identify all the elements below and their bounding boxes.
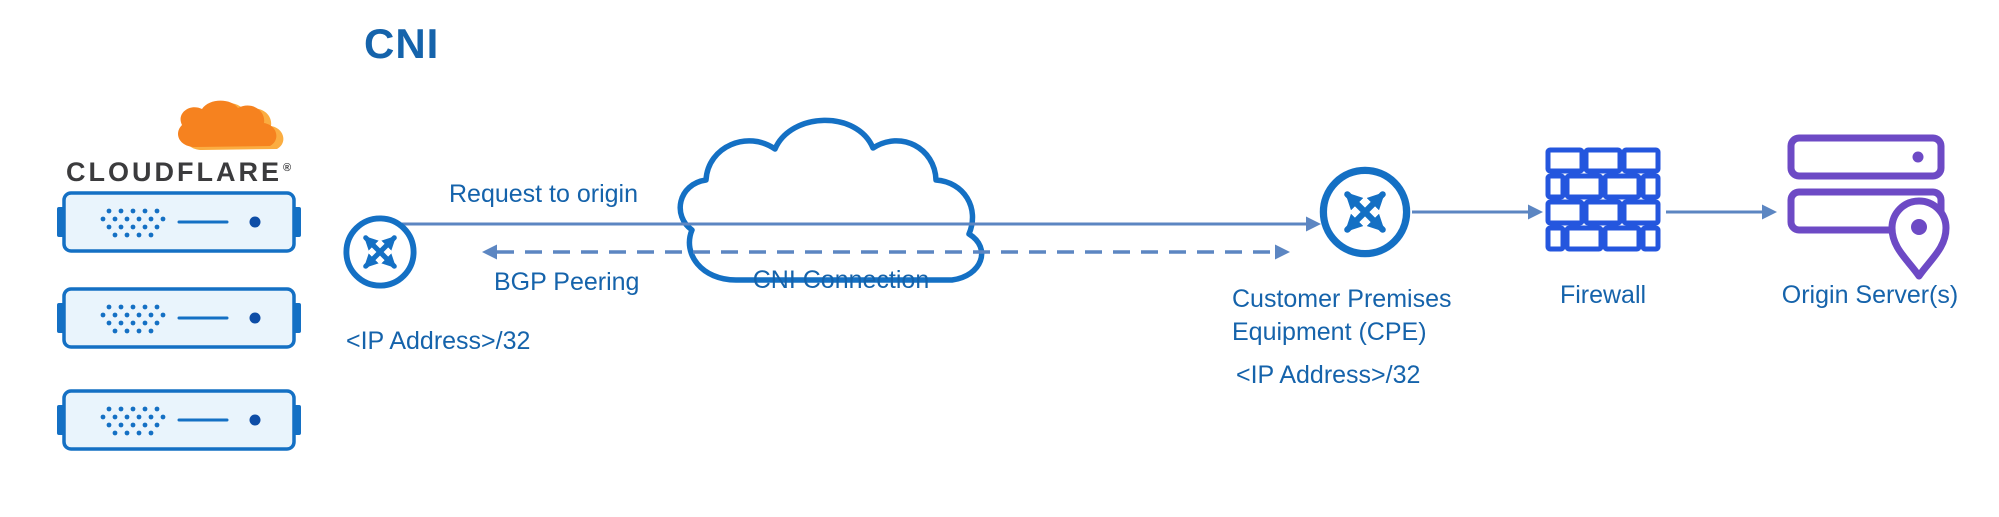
diagram-title: CNI (364, 20, 440, 67)
firewall-to-origin-arrowhead (1762, 204, 1777, 220)
cpe-ip-label: <IP Address>/32 (1236, 361, 1421, 389)
cni-cloud-icon (677, 117, 985, 283)
firewall-label: Firewall (1559, 281, 1647, 309)
cpe-router-icon (1313, 160, 1417, 264)
origin-server-label: Origin Server(s) (1781, 281, 1959, 309)
cpe-name-label: Customer Premises Equipment (CPE) (1232, 285, 1452, 346)
bgp-left-arrowhead (482, 244, 497, 260)
registered-trademark-mark: ® (282, 162, 295, 174)
cloudflare-wordmark-text: CLOUDFLARE (66, 157, 282, 187)
origin-server-icon (1787, 134, 1950, 280)
cpe-to-firewall-arrowhead (1528, 204, 1543, 220)
bgp-peering-label: BGP Peering (494, 268, 640, 296)
location-pin-icon (1888, 197, 1950, 280)
cloudflare-wordmark: CLOUDFLARE® (66, 157, 294, 188)
edge-router-icon (338, 210, 422, 294)
request-to-origin-arrowhead (1306, 216, 1321, 232)
cni-connection-label: CNI Connection (752, 266, 930, 294)
edge-router-ip-label: <IP Address>/32 (346, 327, 531, 355)
request-to-origin-label: Request to origin (449, 180, 639, 208)
cloudflare-logo-cloud-icon (178, 100, 284, 150)
firewall-icon (1545, 147, 1661, 252)
bgp-right-arrowhead (1275, 244, 1290, 260)
